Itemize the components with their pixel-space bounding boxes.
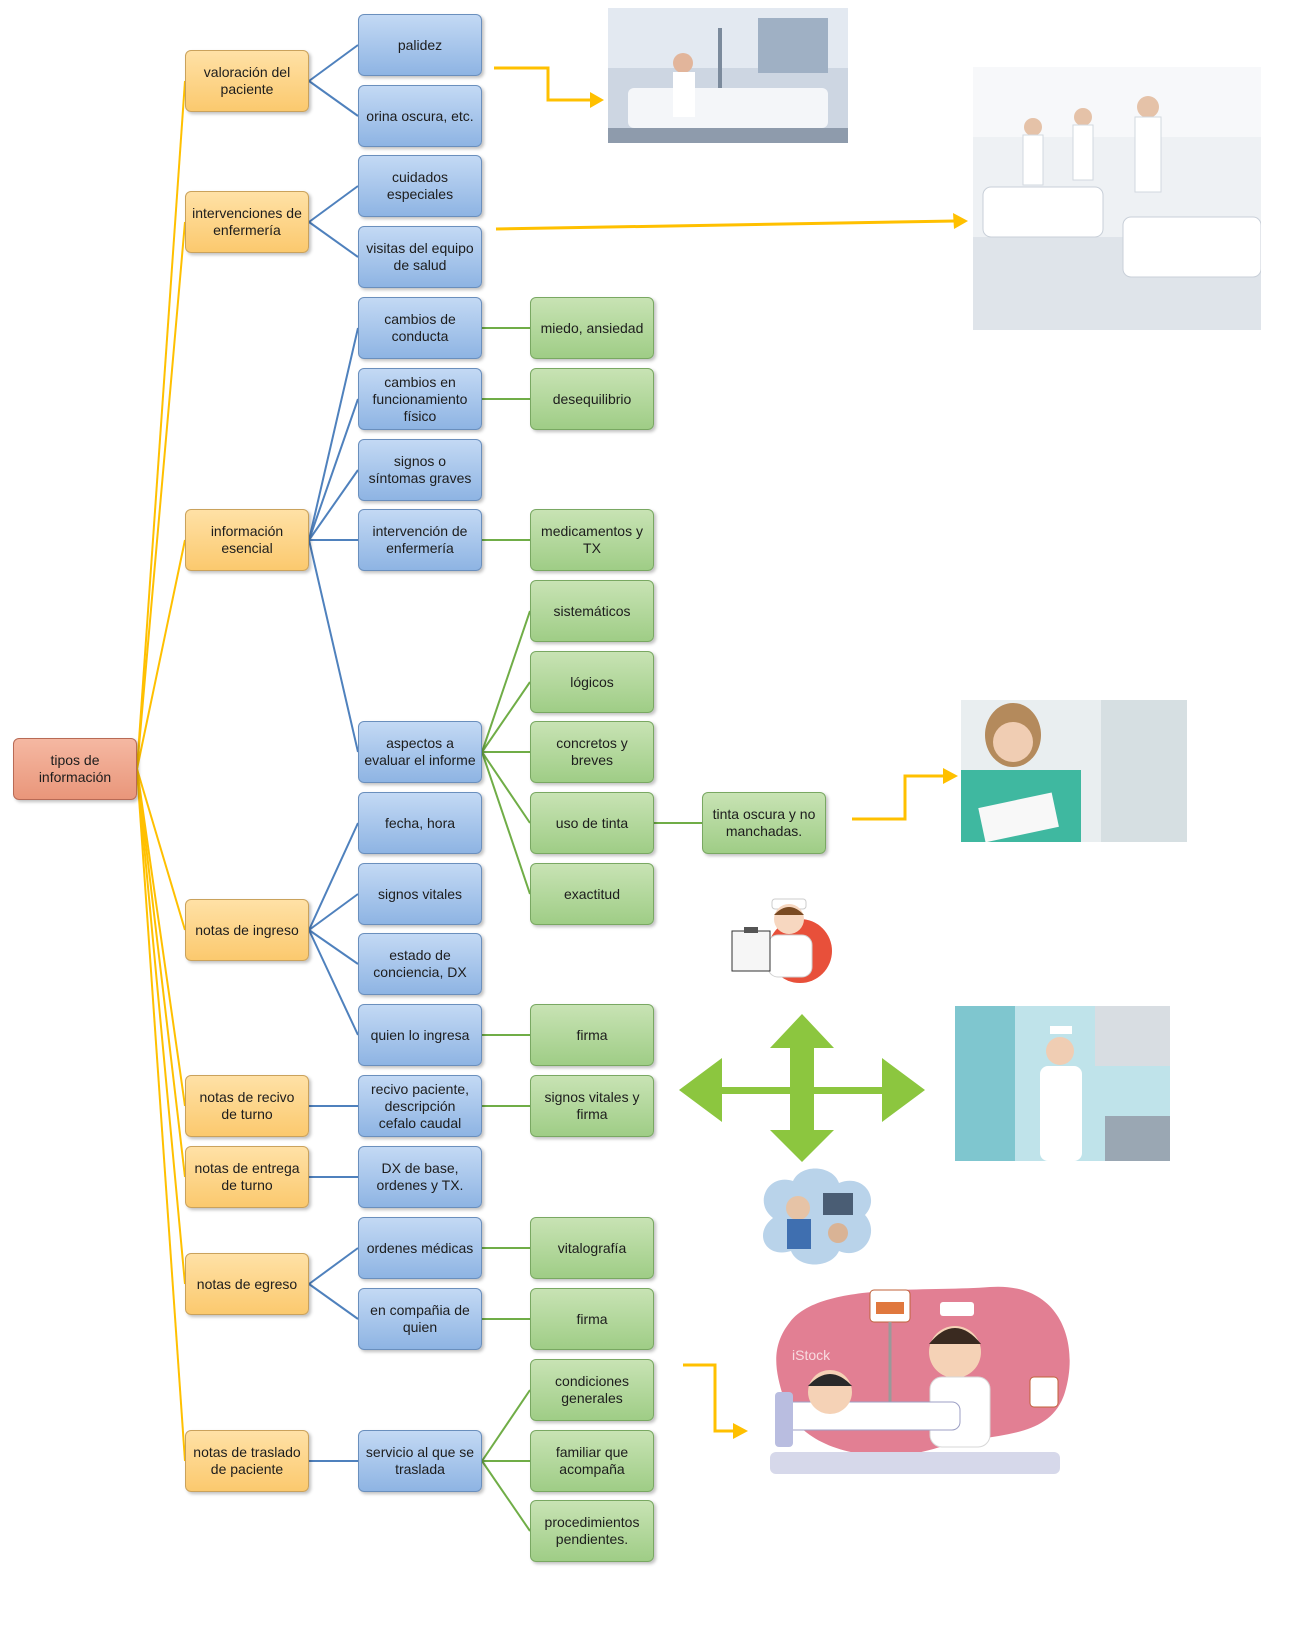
category-connector: [308, 44, 359, 82]
arrow-to-photo: [852, 774, 944, 821]
sub-detail-node: vitalografía: [530, 1217, 654, 1279]
watermark-text: iStock: [792, 1347, 831, 1363]
sub-detail-node: signos vitales y firma: [530, 1075, 654, 1137]
category-node: notas de recivo de turno: [185, 1075, 309, 1137]
category-connector: [308, 1283, 359, 1320]
root-connector: [136, 768, 186, 1285]
nurse-syringe-photo: [955, 1006, 1170, 1161]
sub-detail-node: miedo, ansiedad: [530, 297, 654, 359]
sub-detail-node: medicamentos y TX: [530, 509, 654, 571]
nurse-writing-photo: [961, 700, 1187, 842]
detail-node: quien lo ingresa: [358, 1004, 482, 1066]
category-node: información esencial: [185, 509, 309, 571]
detail-node: servicio al que se traslada: [358, 1430, 482, 1492]
sub-detail-node: familiar que acompaña: [530, 1430, 654, 1492]
sub-detail-node: firma: [530, 1004, 654, 1066]
icu-nurse-photo: [608, 8, 848, 143]
root-connector: [136, 221, 186, 770]
category-node: valoración del paciente: [185, 50, 309, 112]
category-connector: [308, 1247, 359, 1285]
arrow-head: [733, 1423, 748, 1439]
detail-node: cuidados especiales: [358, 155, 482, 217]
category-connector: [308, 80, 359, 117]
detail-node: en compañia de quien: [358, 1288, 482, 1350]
root-connector: [136, 768, 186, 1107]
detail-node: aspectos a evaluar el informe: [358, 721, 482, 783]
detail-node: palidez: [358, 14, 482, 76]
category-node: notas de traslado de paciente: [185, 1430, 309, 1492]
root-connector: [136, 80, 186, 770]
category-connector: [308, 221, 359, 258]
category-connector: [308, 893, 359, 931]
nurse-patient-illustration: iStock: [760, 1282, 1072, 1482]
root-node: tipos de información: [13, 738, 137, 800]
sub-detail-node: sistemáticos: [530, 580, 654, 642]
category-connector: [308, 539, 359, 753]
category-node: notas de egreso: [185, 1253, 309, 1315]
category-connector: [308, 327, 359, 541]
category-connector: [308, 822, 359, 931]
category-connector: [308, 929, 359, 1036]
category-node: notas de entrega de turno: [185, 1146, 309, 1208]
detail-node: signos vitales: [358, 863, 482, 925]
arrow-head: [590, 92, 604, 108]
detail-node: ordenes médicas: [358, 1217, 482, 1279]
root-connector: [136, 768, 186, 1462]
detail-node: signos o síntomas graves: [358, 439, 482, 501]
cross-arrow-icon: [679, 1014, 925, 1162]
detail-node: estado de conciencia, DX: [358, 933, 482, 995]
detail-node: visitas del equipo de salud: [358, 226, 482, 288]
sub-detail-node: firma: [530, 1288, 654, 1350]
arrow-to-photo: [683, 1363, 735, 1433]
root-connector: [136, 768, 186, 931]
category-connector: [308, 398, 359, 541]
category-node: notas de ingreso: [185, 899, 309, 961]
sub-detail-node: procedimientos pendientes.: [530, 1500, 654, 1562]
category-connector: [308, 929, 359, 965]
arrow-to-photo: [494, 66, 592, 102]
nurses-collage-cloud: [753, 1163, 879, 1269]
detail-connector: [481, 1389, 531, 1462]
detail-connector: [481, 751, 531, 895]
detail-connector: [481, 681, 531, 753]
category-node: intervenciones de enfermería: [185, 191, 309, 253]
root-connector: [136, 539, 186, 770]
detail-node: intervención de enfermería: [358, 509, 482, 571]
detail-node: recivo paciente, descripción cefalo caud…: [358, 1075, 482, 1137]
sub-detail-node: concretos y breves: [530, 721, 654, 783]
arrow-head: [953, 213, 968, 229]
sub-detail-node: desequilibrio: [530, 368, 654, 430]
category-connector: [308, 185, 359, 223]
arrow-head: [943, 768, 958, 784]
detail-node: fecha, hora: [358, 792, 482, 854]
root-connector: [136, 768, 186, 1178]
sub-detail-node: lógicos: [530, 651, 654, 713]
sub-detail-node: exactitud: [530, 863, 654, 925]
detail-connector: [481, 1460, 531, 1532]
category-connector: [308, 469, 359, 541]
detail-node: cambios en funcionamiento físico: [358, 368, 482, 430]
detail-node: orina oscura, etc.: [358, 85, 482, 147]
detail-connector: [481, 751, 531, 824]
arrow-to-photo: [495, 219, 956, 231]
nurse-clipboard-cartoon: [712, 893, 842, 985]
detail-node: DX de base, ordenes y TX.: [358, 1146, 482, 1208]
detail-node: cambios de conducta: [358, 297, 482, 359]
leaf-node: tinta oscura y no manchadas.: [702, 792, 826, 854]
sub-detail-node: condiciones generales: [530, 1359, 654, 1421]
sub-detail-node: uso de tinta: [530, 792, 654, 854]
detail-connector: [481, 610, 531, 753]
hospital-ward-photo: [973, 67, 1261, 330]
